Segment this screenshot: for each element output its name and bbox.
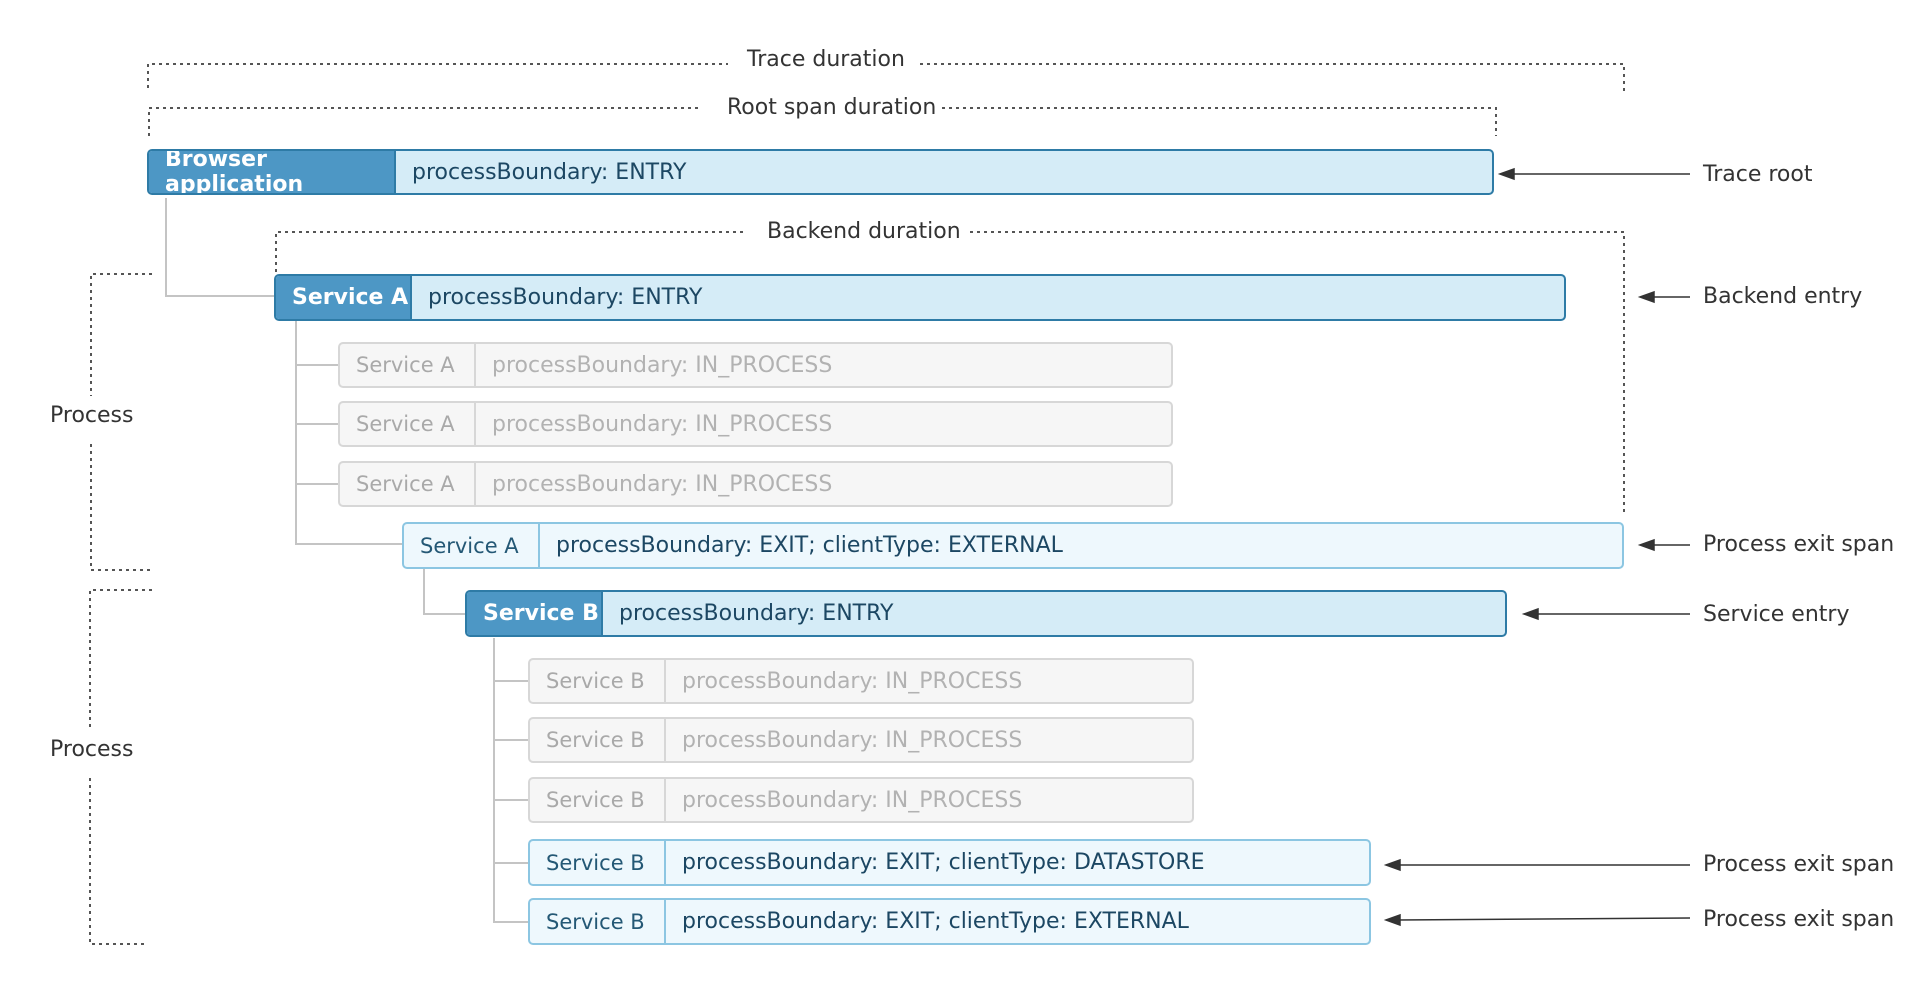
process-bracket-a: [90, 273, 152, 571]
span-service-a-in-process[interactable]: Service A processBoundary: IN_PROCESS: [338, 342, 1173, 388]
annotation-service-entry: Service entry: [1703, 602, 1850, 627]
annotation-process-exit-span: Process exit span: [1703, 852, 1895, 877]
span-attributes: processBoundary: IN_PROCESS: [492, 411, 833, 437]
annotation-backend-entry: Backend entry: [1703, 284, 1863, 309]
span-service-b-entry[interactable]: Service B processBoundary: ENTRY: [465, 590, 1507, 637]
tree-link-service-b: [493, 638, 530, 923]
span-service-name: Service A: [340, 403, 476, 445]
span-attributes: processBoundary: EXIT; clientType: DATAS…: [682, 850, 1205, 875]
span-service-name: Service A: [340, 463, 476, 505]
span-attributes: processBoundary: IN_PROCESS: [682, 727, 1023, 753]
span-service-name: Service B: [530, 841, 666, 884]
span-service-b-exit-datastore[interactable]: Service B processBoundary: EXIT; clientT…: [528, 839, 1371, 886]
span-service-name: Browser application: [149, 151, 396, 193]
span-service-b-in-process[interactable]: Service B processBoundary: IN_PROCESS: [528, 717, 1194, 763]
tree-link-service-a-exit: [423, 568, 465, 615]
annotation-process-exit-span: Process exit span: [1703, 532, 1895, 557]
span-service-b-in-process[interactable]: Service B processBoundary: IN_PROCESS: [528, 658, 1194, 704]
process-label-service-a: Process: [50, 403, 134, 428]
span-attributes: processBoundary: IN_PROCESS: [492, 352, 833, 378]
tree-link-service-a: [295, 320, 402, 545]
span-attributes: processBoundary: IN_PROCESS: [682, 668, 1023, 694]
span-attributes: processBoundary: EXIT; clientType: EXTER…: [682, 909, 1189, 934]
span-attributes: processBoundary: ENTRY: [619, 601, 894, 626]
span-service-b-in-process[interactable]: Service B processBoundary: IN_PROCESS: [528, 777, 1194, 823]
trace-duration-bracket: [147, 63, 1625, 92]
backend-duration-label: Backend duration: [767, 219, 961, 244]
annotation-process-exit-span: Process exit span: [1703, 907, 1895, 932]
span-service-b-exit-external[interactable]: Service B processBoundary: EXIT; clientT…: [528, 898, 1371, 945]
root-span-duration-bracket: [148, 107, 1497, 136]
span-service-a-in-process[interactable]: Service A processBoundary: IN_PROCESS: [338, 401, 1173, 447]
span-attributes: processBoundary: ENTRY: [428, 285, 703, 310]
span-service-name: Service B: [530, 719, 666, 761]
annotation-trace-root: Trace root: [1703, 162, 1813, 187]
span-service-name: Service B: [530, 779, 666, 821]
span-service-name: Service B: [530, 900, 666, 943]
span-service-name: Service B: [530, 660, 666, 702]
span-attributes: processBoundary: ENTRY: [412, 159, 687, 185]
span-service-name: Service A: [404, 524, 540, 567]
process-label-service-b: Process: [50, 737, 134, 762]
root-span-duration-label: Root span duration: [727, 95, 937, 120]
span-service-name: Service B: [467, 592, 603, 635]
span-service-a-entry[interactable]: Service A processBoundary: ENTRY: [274, 274, 1566, 321]
span-attributes: processBoundary: IN_PROCESS: [682, 787, 1023, 813]
span-browser-application-entry[interactable]: Browser application processBoundary: ENT…: [147, 149, 1494, 195]
span-service-name: Service A: [340, 344, 476, 386]
span-service-a-exit-external[interactable]: Service A processBoundary: EXIT; clientT…: [402, 522, 1624, 569]
tree-link-root: [165, 198, 276, 297]
span-attributes: processBoundary: IN_PROCESS: [492, 471, 833, 497]
span-service-a-in-process[interactable]: Service A processBoundary: IN_PROCESS: [338, 461, 1173, 507]
trace-duration-label: Trace duration: [747, 47, 905, 72]
span-service-name: Service A: [276, 276, 412, 319]
span-attributes: processBoundary: EXIT; clientType: EXTER…: [556, 533, 1063, 558]
process-bracket-b: [89, 589, 152, 945]
backend-duration-bracket: [275, 231, 1625, 515]
